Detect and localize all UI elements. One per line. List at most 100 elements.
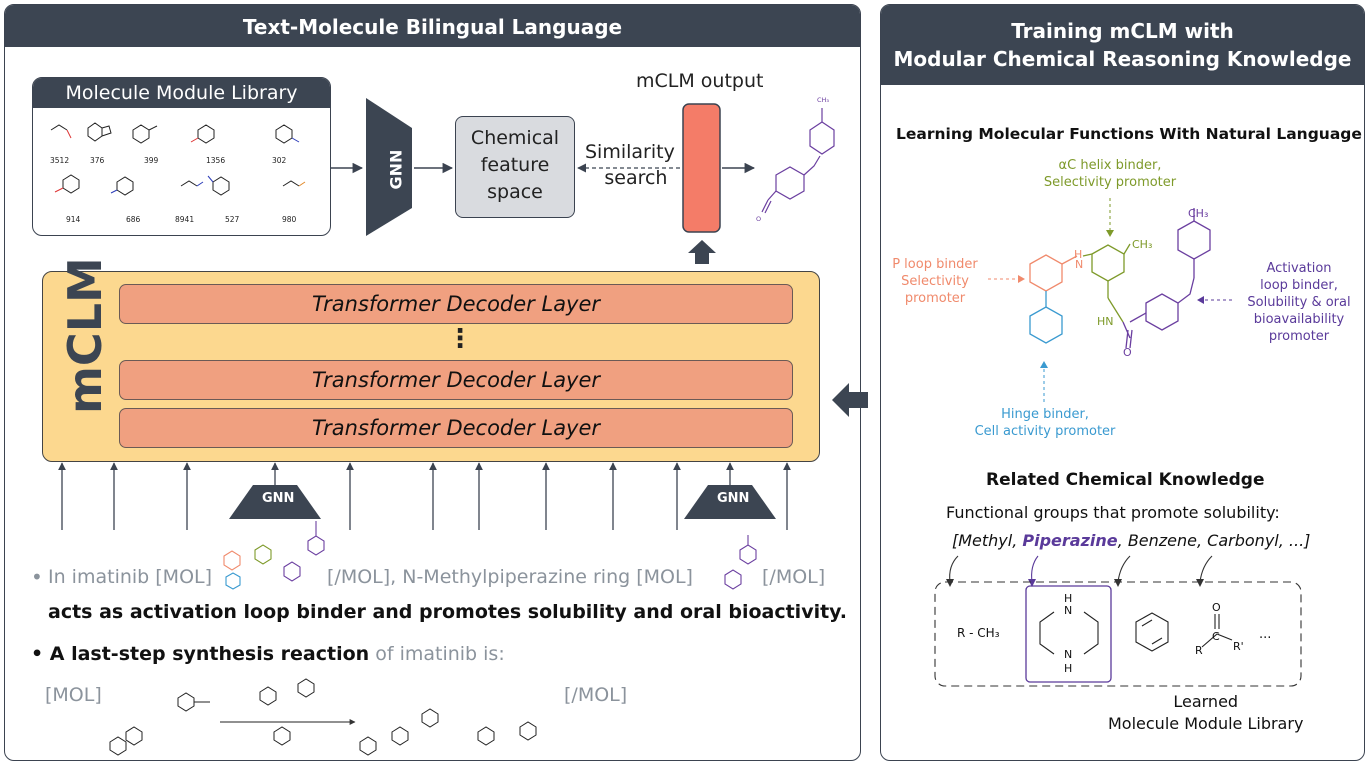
library-id-1: 3512 <box>50 156 70 165</box>
imatinib-ch3-top: CH₃ <box>1188 207 1209 220</box>
library-id-7: 686 <box>126 215 141 224</box>
feature-line-1: Chemical <box>470 127 560 149</box>
reaction-open: [MOL] <box>45 684 102 706</box>
imatinib-ch3-mid: CH₃ <box>1132 238 1153 251</box>
piperazine-n-top: N <box>1064 604 1073 617</box>
library-id-3: 399 <box>144 156 159 165</box>
ann-p-loop-1: P loop binder <box>892 257 978 272</box>
sentence2: • A last-step synthesis reaction of imat… <box>31 643 505 665</box>
library-id-9: 527 <box>225 215 240 224</box>
learning-heading: Learning Molecular Functions With Natura… <box>896 125 1362 143</box>
piperazine-highlight-box <box>1025 585 1112 683</box>
carbonyl-r: R <box>1195 644 1203 657</box>
library-id-8: 8941 <box>175 215 195 224</box>
similarity-search-label: Similarity search <box>585 139 675 191</box>
related-heading: Related Chemical Knowledge <box>986 470 1265 490</box>
molecule-module-library: Molecule Module Library 3512 376 399 <box>32 77 331 236</box>
imatinib-o: O <box>1123 346 1132 359</box>
more-ellipsis: ... <box>1259 627 1272 642</box>
ann-activation-1: Activation <box>1266 261 1332 276</box>
gnn-small-label-1: GNN <box>262 491 295 506</box>
ann-ac-helix: αC helix binder, Selectivity promoter <box>1020 157 1200 191</box>
methyl-label: R - CH₃ <box>957 626 1000 640</box>
groups-open: [Methyl, <box>952 531 1023 550</box>
gnn-top-shape <box>366 98 412 236</box>
sentence1-part2: [/MOL], N-Methylpiperazine ring [MOL] <box>327 566 693 588</box>
sentence1-bullet: • <box>31 565 43 589</box>
imatinib-structure <box>988 198 1232 402</box>
mclm-output-bar <box>682 103 721 233</box>
sentence1-line2: acts as activation loop binder and promo… <box>48 601 848 623</box>
imatinib-hn: HN <box>1097 315 1114 328</box>
right-title-line-2: Modular Chemical Reasoning Knowledge <box>893 47 1352 71</box>
ann-activation-3: Solubility & oral <box>1247 295 1351 310</box>
ann-activation-2: loop binder, <box>1260 278 1338 293</box>
sentence1-part3: [/MOL] <box>762 566 826 588</box>
ann-ac-helix-2: Selectivity promoter <box>1043 175 1177 190</box>
sentence1-part1: In imatinib [MOL] <box>48 566 213 588</box>
decoder-layer-2: Transformer Decoder Layer <box>119 360 793 400</box>
gnn-small-shape-2 <box>684 485 776 519</box>
input-arrows <box>58 462 791 590</box>
reaction-scheme <box>109 678 537 756</box>
feature-line-2: feature <box>480 154 550 176</box>
library-id-4: 1356 <box>206 156 226 165</box>
carbonyl-c: C <box>1212 630 1220 643</box>
ann-ac-helix-1: αC helix binder, <box>1058 158 1162 173</box>
feature-line-3: space <box>487 181 543 203</box>
output-ch3-label: CH₃ <box>817 96 830 104</box>
right-panel: Training mCLM with Modular Chemical Reas… <box>880 4 1365 761</box>
gnn-small-shape-1 <box>229 485 321 519</box>
piperazine-n-bottom: N <box>1064 648 1073 661</box>
up-arrow <box>688 240 716 264</box>
right-title-line-1: Training mCLM with <box>1011 19 1234 43</box>
library-id-6: 914 <box>66 215 81 224</box>
ann-hinge-1: Hinge binder, <box>1001 407 1089 422</box>
piperazine-h-top: H <box>1064 592 1073 605</box>
left-panel-title: Text-Molecule Bilingual Language <box>5 5 860 47</box>
ann-hinge-2: Cell activity promoter <box>974 424 1116 439</box>
output-o-label: O <box>756 215 762 223</box>
groups-list: [Methyl, Piperazine, Benzene, Carbonyl, … <box>952 531 1310 550</box>
functional-groups-text: Functional groups that promote solubilit… <box>946 503 1280 522</box>
library-id-10: 980 <box>282 215 297 224</box>
learned-library-label: Learned Molecule Module Library <box>1108 691 1303 735</box>
reaction-close: [/MOL] <box>564 684 628 706</box>
ann-p-loop: P loop binder Selectivity promoter <box>880 256 990 307</box>
left-arrow-into-mclm <box>832 383 868 417</box>
groups-rest: , Benzene, Carbonyl, ...] <box>1117 531 1311 550</box>
gnn-small-label-2: GNN <box>717 491 750 506</box>
similarity-line-2: search <box>604 167 668 189</box>
chemical-feature-space: Chemical feature space <box>455 116 575 218</box>
ann-p-loop-3: promoter <box>904 291 966 306</box>
mclm-title: mCLM <box>58 257 112 414</box>
piperazine-h-bottom: H <box>1064 662 1073 675</box>
imatinib-n: N <box>1075 258 1084 271</box>
learned-library-box <box>934 555 1302 687</box>
right-panel-title: Training mCLM with Modular Chemical Reas… <box>881 5 1364 85</box>
similarity-line-1: Similarity <box>585 141 675 163</box>
learned-line-1: Learned <box>1173 692 1239 711</box>
layers-ellipsis: ⋮ <box>447 324 473 354</box>
top-flow-diagram <box>330 98 835 264</box>
library-id-2: 376 <box>90 156 105 165</box>
ann-hinge: Hinge binder, Cell activity promoter <box>960 406 1130 440</box>
learned-line-2: Molecule Module Library <box>1108 714 1304 733</box>
groups-highlight: Piperazine <box>1022 531 1118 550</box>
ann-activation-4: bioavailability <box>1253 312 1345 327</box>
mclm-output-label: mCLM output <box>636 70 764 92</box>
library-molecules <box>50 122 306 196</box>
library-id-5: 302 <box>272 156 287 165</box>
carbonyl-o: O <box>1212 601 1221 614</box>
ann-activation: Activation loop binder, Solubility & ora… <box>1235 260 1363 345</box>
gnn-top-label: GNN <box>386 149 406 190</box>
decoder-layer-3: Transformer Decoder Layer <box>119 408 793 448</box>
library-title: Molecule Module Library <box>33 78 330 108</box>
ann-p-loop-2: Selectivity <box>901 274 969 289</box>
imatinib-h: H <box>1074 248 1083 261</box>
sentence2-grey: of imatinib is: <box>369 643 505 665</box>
decoder-layer-1: Transformer Decoder Layer <box>119 284 793 324</box>
ann-activation-5: promoter <box>1268 329 1330 344</box>
sentence2-bullet: • <box>31 643 50 665</box>
carbonyl-rp: R' <box>1233 640 1244 653</box>
